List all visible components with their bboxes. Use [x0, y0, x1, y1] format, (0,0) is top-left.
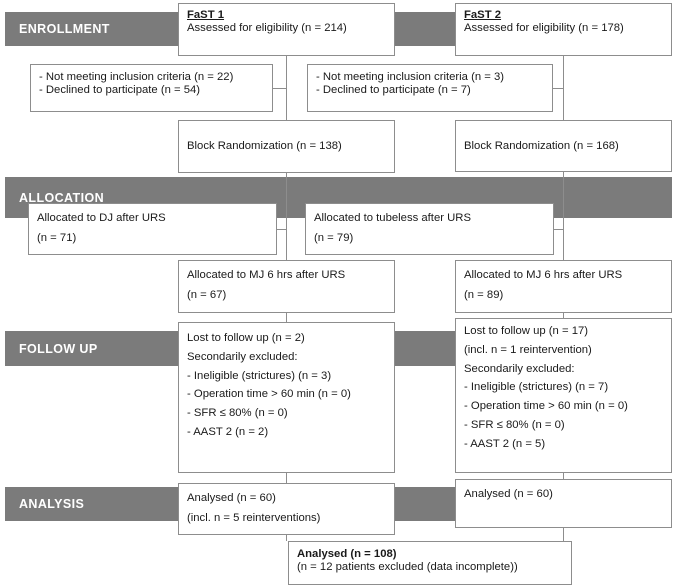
box-analysed-right: Analysed (n = 60)	[455, 479, 672, 528]
followup-left-line-1: Lost to follow up (n = 2)	[187, 332, 305, 344]
fast2-assessed-line: Assessed for eligibility (n = 178)	[464, 22, 624, 35]
followup-right-line-7: - AAST 2 (n = 5)	[464, 437, 546, 450]
connector-right-followup-to-analysis	[563, 473, 564, 480]
box-exclusions-fast2: - Not meeting inclusion criteria (n = 3)…	[307, 64, 553, 112]
allocated-tubeless-line-1: Allocated to tubeless after URS	[314, 212, 471, 224]
allocated-tubeless-line-2: (n = 79)	[314, 232, 354, 245]
followup-left-line-2: Secondarily excluded:	[187, 350, 298, 363]
band-enrollment-label: ENROLLMENT	[19, 22, 110, 36]
followup-left-line-4: - Operation time > 60 min (n = 0)	[187, 388, 351, 401]
connector-left-randomization-vertical	[286, 173, 287, 263]
block-randomization-right-line: Block Randomization (n = 168)	[464, 139, 619, 152]
followup-right-line-3: Secondarily excluded:	[464, 362, 575, 375]
box-allocated-mj-left: Allocated to MJ 6 hrs after URS (n = 67)	[178, 260, 395, 313]
followup-right-line-5: - Operation time > 60 min (n = 0)	[464, 400, 628, 413]
followup-right-line-1: Lost to follow up (n = 17)	[464, 325, 589, 337]
followup-left-line-6: - AAST 2 (n = 2)	[187, 425, 269, 438]
followup-left-line-3: - Ineligible (strictures) (n = 3)	[187, 369, 332, 382]
analysed-total-line-1: Analysed (n = 108)	[297, 548, 397, 560]
followup-left-line-5: - SFR ≤ 80% (n = 0)	[187, 407, 288, 420]
band-follow-up-label: FOLLOW UP	[19, 341, 98, 356]
box-fast1-assessed: FaST 1 Assessed for eligibility (n = 214…	[178, 3, 395, 56]
connector-left-mj-to-followup	[286, 313, 287, 322]
connector-right-analysis-to-total	[563, 528, 564, 541]
box-followup-right: Lost to follow up (n = 17) (incl. n = 1 …	[455, 318, 672, 473]
followup-right-line-6: - SFR ≤ 80% (n = 0)	[464, 418, 565, 431]
exclusion-right-line-2: - Declined to participate (n = 7)	[316, 84, 471, 97]
allocated-mj-right-line-1: Allocated to MJ 6 hrs after URS	[464, 269, 623, 281]
followup-right-line-2: (incl. n = 1 reintervention)	[464, 343, 592, 356]
allocated-mj-left-line-1: Allocated to MJ 6 hrs after URS	[187, 269, 346, 281]
fast1-assessed-line: Assessed for eligibility (n = 214)	[187, 22, 347, 35]
connector-left-followup-to-analysis	[286, 473, 287, 483]
exclusion-left-line-1: - Not meeting inclusion criteria (n = 22…	[39, 71, 234, 83]
box-analysed-left: Analysed (n = 60) (incl. n = 5 reinterve…	[178, 483, 395, 535]
box-analysed-total: Analysed (n = 108) (n = 12 patients excl…	[288, 541, 572, 585]
connector-right-randomization-vertical	[563, 172, 564, 263]
connector-right-enrollment-vertical	[563, 56, 564, 120]
connector-left-exclusion-horizontal	[273, 88, 286, 89]
allocated-mj-left-line-2: (n = 67)	[187, 289, 227, 302]
allocated-dj-line-1: Allocated to DJ after URS	[37, 212, 166, 224]
box-exclusions-fast1: - Not meeting inclusion criteria (n = 22…	[30, 64, 273, 112]
connector-left-enrollment-vertical	[286, 56, 287, 120]
box-block-randomization-fast2: Block Randomization (n = 168)	[455, 120, 672, 172]
allocated-mj-right-line-2: (n = 89)	[464, 289, 504, 302]
box-followup-left: Lost to follow up (n = 2) Secondarily ex…	[178, 322, 395, 473]
connector-right-exclusion-horizontal	[553, 88, 563, 89]
exclusion-left-line-2: - Declined to participate (n = 54)	[39, 84, 201, 97]
block-randomization-left-line: Block Randomization (n = 138)	[187, 140, 342, 153]
box-allocated-mj-right: Allocated to MJ 6 hrs after URS (n = 89)	[455, 260, 672, 313]
analysed-left-line-1: Analysed (n = 60)	[187, 492, 276, 504]
fast2-heading: FaST 2	[464, 9, 502, 21]
connector-right-allocation-horizontal	[553, 229, 563, 230]
fast1-heading: FaST 1	[187, 9, 225, 21]
box-allocated-tubeless: Allocated to tubeless after URS (n = 79)	[305, 203, 554, 255]
box-fast2-assessed: FaST 2 Assessed for eligibility (n = 178…	[455, 3, 672, 56]
band-analysis-label: ANALYSIS	[19, 497, 85, 511]
connector-right-mj-to-followup	[563, 313, 564, 319]
analysed-total-line-2: (n = 12 patients excluded (data incomple…	[297, 561, 518, 574]
box-allocated-dj: Allocated to DJ after URS (n = 71)	[28, 203, 277, 255]
analysed-right-line-1: Analysed (n = 60)	[464, 488, 553, 500]
connector-left-analysis-to-total	[286, 535, 287, 541]
box-block-randomization-fast1: Block Randomization (n = 138)	[178, 120, 395, 173]
followup-right-line-4: - Ineligible (strictures) (n = 7)	[464, 381, 609, 394]
connector-left-allocation-horizontal	[277, 229, 286, 230]
band-allocation-label: ALLOCATION	[19, 190, 105, 205]
exclusion-right-line-1: - Not meeting inclusion criteria (n = 3)	[316, 71, 505, 83]
analysed-left-line-2: (incl. n = 5 reinterventions)	[187, 512, 321, 525]
allocated-dj-line-2: (n = 71)	[37, 232, 77, 245]
